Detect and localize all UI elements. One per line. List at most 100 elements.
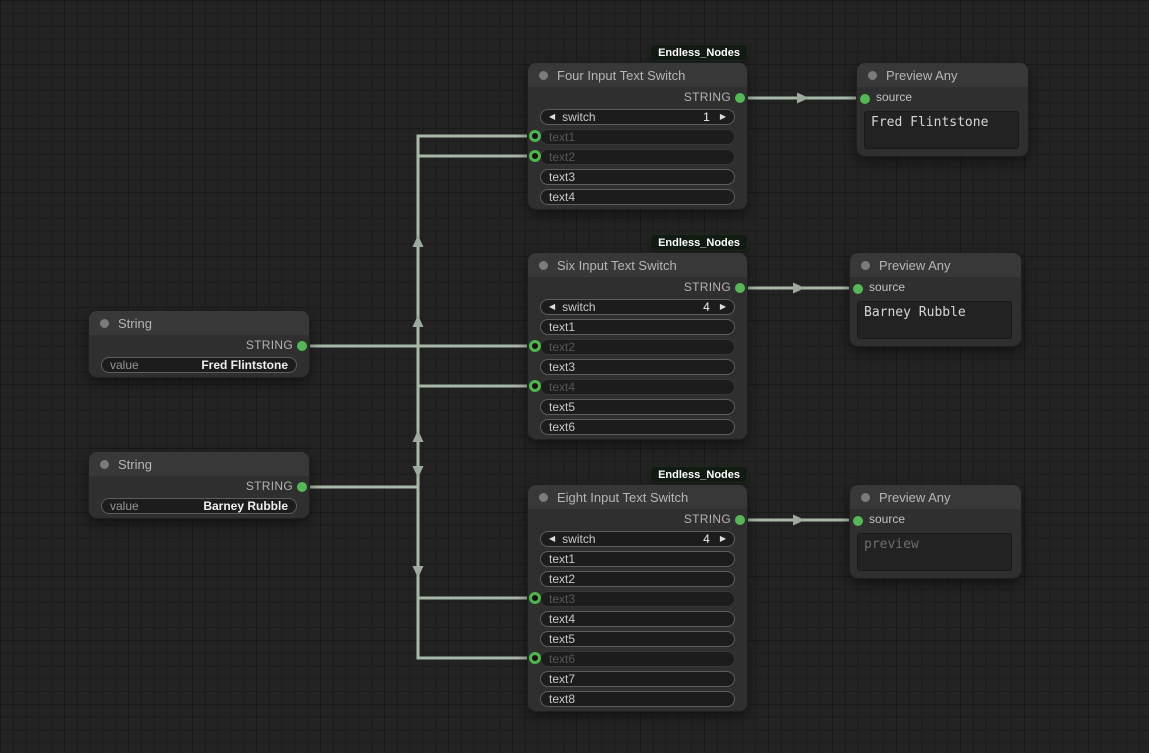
output-port-string[interactable]	[297, 341, 307, 351]
node-title-bar[interactable]: Preview Any	[850, 485, 1021, 509]
preview-text-area[interactable]: Fred Flintstone	[864, 111, 1019, 149]
text-widget-text5[interactable]: text5	[540, 631, 735, 647]
input-port-text2[interactable]	[529, 150, 541, 162]
text-widget-text3[interactable]: text3	[540, 169, 735, 185]
text-widget-text3[interactable]: text3	[540, 359, 735, 375]
node-title: String	[118, 456, 152, 472]
node-title-bar[interactable]: Eight Input Text Switch	[528, 485, 747, 509]
text-widget-text6[interactable]: text6	[540, 651, 735, 667]
input-port-source[interactable]	[853, 284, 863, 294]
collapse-dot[interactable]	[861, 492, 870, 502]
preview-text-area[interactable]: Barney Rubble	[857, 301, 1012, 339]
node-title: Preview Any	[879, 257, 951, 273]
collapse-dot[interactable]	[539, 492, 548, 502]
collapse-dot[interactable]	[100, 318, 109, 328]
badge-label: Endless_Nodes	[658, 468, 740, 481]
node-title-bar[interactable]: Preview Any	[850, 253, 1021, 277]
switch-widget[interactable]: ◀ switch 4 ▶	[540, 531, 735, 547]
output-port-string[interactable]	[735, 283, 745, 293]
node-badge-endless-nodes: Endless_Nodes	[650, 44, 748, 61]
node-six-input-text-switch[interactable]: Six Input Text Switch STRING ◀ switch 4 …	[527, 252, 748, 440]
input-port-text3[interactable]	[529, 592, 541, 604]
text-widget-text6[interactable]: text6	[540, 419, 735, 435]
widget-label: text3	[549, 360, 576, 374]
text-widget-text8[interactable]: text8	[540, 691, 735, 707]
widget-label: text5	[549, 632, 576, 646]
input-port-text4[interactable]	[529, 380, 541, 392]
preview-text-area[interactable]: preview	[857, 533, 1012, 571]
text-widget-text1[interactable]: text1	[540, 319, 735, 335]
widget-label: text8	[549, 692, 576, 706]
value-widget[interactable]: value Barney Rubble	[101, 498, 297, 514]
wire-arrow-up-icon	[412, 235, 424, 247]
text-widget-text4[interactable]: text4	[540, 379, 735, 395]
input-port-source[interactable]	[853, 516, 863, 526]
badge-label: Endless_Nodes	[658, 236, 740, 249]
node-badge-endless-nodes: Endless_Nodes	[650, 234, 748, 251]
wire-arrow-up-icon	[412, 430, 424, 442]
node-title-bar[interactable]: Four Input Text Switch	[528, 63, 747, 87]
wire-arrow-right-icon	[793, 282, 805, 294]
node-title-bar[interactable]: Preview Any	[857, 63, 1028, 87]
decrement-arrow-icon[interactable]: ◀	[549, 112, 556, 121]
text-widget-text1[interactable]: text1	[540, 129, 735, 145]
text-widget-text2[interactable]: text2	[540, 571, 735, 587]
wire-string1-to-four-text1	[303, 134, 537, 348]
node-preview-any-3[interactable]: Preview Any source preview	[849, 484, 1022, 579]
node-title-bar[interactable]: String	[89, 452, 309, 476]
node-string-fred[interactable]: String STRING value Fred Flintstone	[88, 310, 310, 378]
output-port-string[interactable]	[735, 93, 745, 103]
decrement-arrow-icon[interactable]: ◀	[549, 302, 556, 311]
widget-label: value	[110, 499, 139, 513]
value-widget[interactable]: value Fred Flintstone	[101, 357, 297, 373]
switch-widget[interactable]: ◀ switch 1 ▶	[540, 109, 735, 125]
preview-text: Barney Rubble	[864, 305, 966, 320]
node-title-bar[interactable]: Six Input Text Switch	[528, 253, 747, 277]
node-four-input-text-switch[interactable]: Four Input Text Switch STRING ◀ switch 1…	[527, 62, 748, 210]
text-widget-text1[interactable]: text1	[540, 551, 735, 567]
collapse-dot[interactable]	[868, 70, 877, 80]
input-port-text1[interactable]	[529, 130, 541, 142]
node-title-bar[interactable]: String	[89, 311, 309, 335]
preview-text: preview	[864, 537, 919, 552]
collapse-dot[interactable]	[539, 70, 548, 80]
input-label-source: source	[869, 512, 906, 526]
text-widget-text7[interactable]: text7	[540, 671, 735, 687]
switch-widget[interactable]: ◀ switch 4 ▶	[540, 299, 735, 315]
text-widget-text2[interactable]: text2	[540, 339, 735, 355]
widget-label: text7	[549, 672, 576, 686]
wire-string2-to-four-text2	[303, 154, 537, 489]
increment-arrow-icon[interactable]: ▶	[719, 112, 726, 121]
decrement-arrow-icon[interactable]: ◀	[549, 534, 556, 543]
input-port-text6[interactable]	[529, 652, 541, 664]
collapse-dot[interactable]	[100, 459, 109, 469]
text-widget-text4[interactable]: text4	[540, 189, 735, 205]
increment-arrow-icon[interactable]: ▶	[719, 534, 726, 543]
node-title: Preview Any	[879, 489, 951, 505]
input-port-source[interactable]	[860, 94, 870, 104]
node-string-barney[interactable]: String STRING value Barney Rubble	[88, 451, 310, 519]
increment-arrow-icon[interactable]: ▶	[719, 302, 726, 311]
preview-text: Fred Flintstone	[871, 115, 989, 130]
node-title: Four Input Text Switch	[557, 67, 686, 83]
widget-value: Barney Rubble	[203, 499, 288, 513]
output-label-string: STRING	[683, 280, 731, 294]
text-widget-text2[interactable]: text2	[540, 149, 735, 165]
text-widget-text4[interactable]: text4	[540, 611, 735, 627]
text-widget-text5[interactable]: text5	[540, 399, 735, 415]
output-port-string[interactable]	[735, 515, 745, 525]
input-port-text2[interactable]	[529, 340, 541, 352]
collapse-dot[interactable]	[539, 260, 548, 270]
text-widget-text3[interactable]: text3	[540, 591, 735, 607]
wire-arrow-down-icon	[412, 566, 424, 578]
collapse-dot[interactable]	[861, 260, 870, 270]
node-preview-any-1[interactable]: Preview Any source Fred Flintstone	[856, 62, 1029, 157]
wire-arrow-up-icon	[412, 315, 424, 327]
output-label-string: STRING	[245, 338, 293, 352]
widget-label: text1	[549, 130, 576, 144]
node-eight-input-text-switch[interactable]: Eight Input Text Switch STRING ◀ switch …	[527, 484, 748, 712]
output-port-string[interactable]	[297, 482, 307, 492]
output-label-string: STRING	[683, 512, 731, 526]
node-preview-any-2[interactable]: Preview Any source Barney Rubble	[849, 252, 1022, 347]
